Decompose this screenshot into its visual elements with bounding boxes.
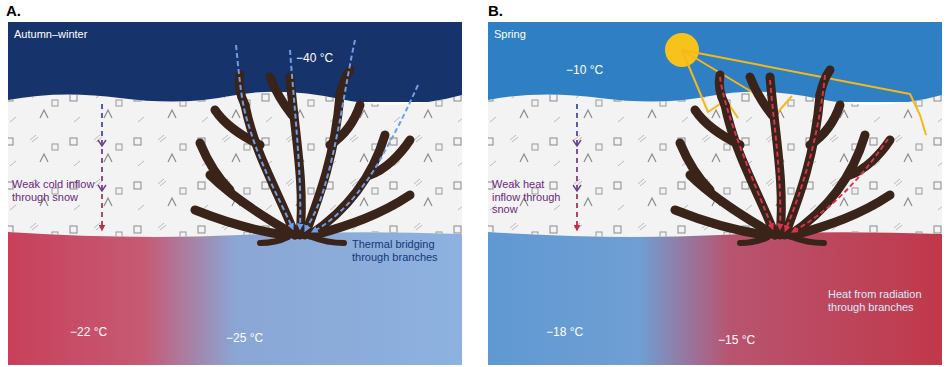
- soil-temperature: −25 °C: [226, 332, 263, 346]
- panel-b: [488, 22, 942, 365]
- panel-a: [8, 22, 462, 365]
- season-label: Autumn–winter: [14, 28, 87, 41]
- season-label: Spring: [494, 28, 526, 41]
- flux-note: Weak heat inflow through snow: [492, 178, 572, 216]
- flux-note: Heat from radiation through branches: [828, 288, 942, 313]
- soil-temperature: −22 °C: [70, 326, 107, 340]
- panel-letter: B.: [488, 2, 503, 19]
- air-temperature: −40 °C: [296, 52, 333, 66]
- flux-note: Weak cold inflow through snow: [12, 178, 96, 203]
- soil-temperature: −18 °C: [546, 326, 583, 340]
- soil-temperature: −15 °C: [718, 334, 755, 348]
- flux-note: Thermal bridging through branches: [352, 238, 460, 263]
- panel-letter: A.: [6, 2, 21, 19]
- air-temperature: −10 °C: [566, 64, 603, 78]
